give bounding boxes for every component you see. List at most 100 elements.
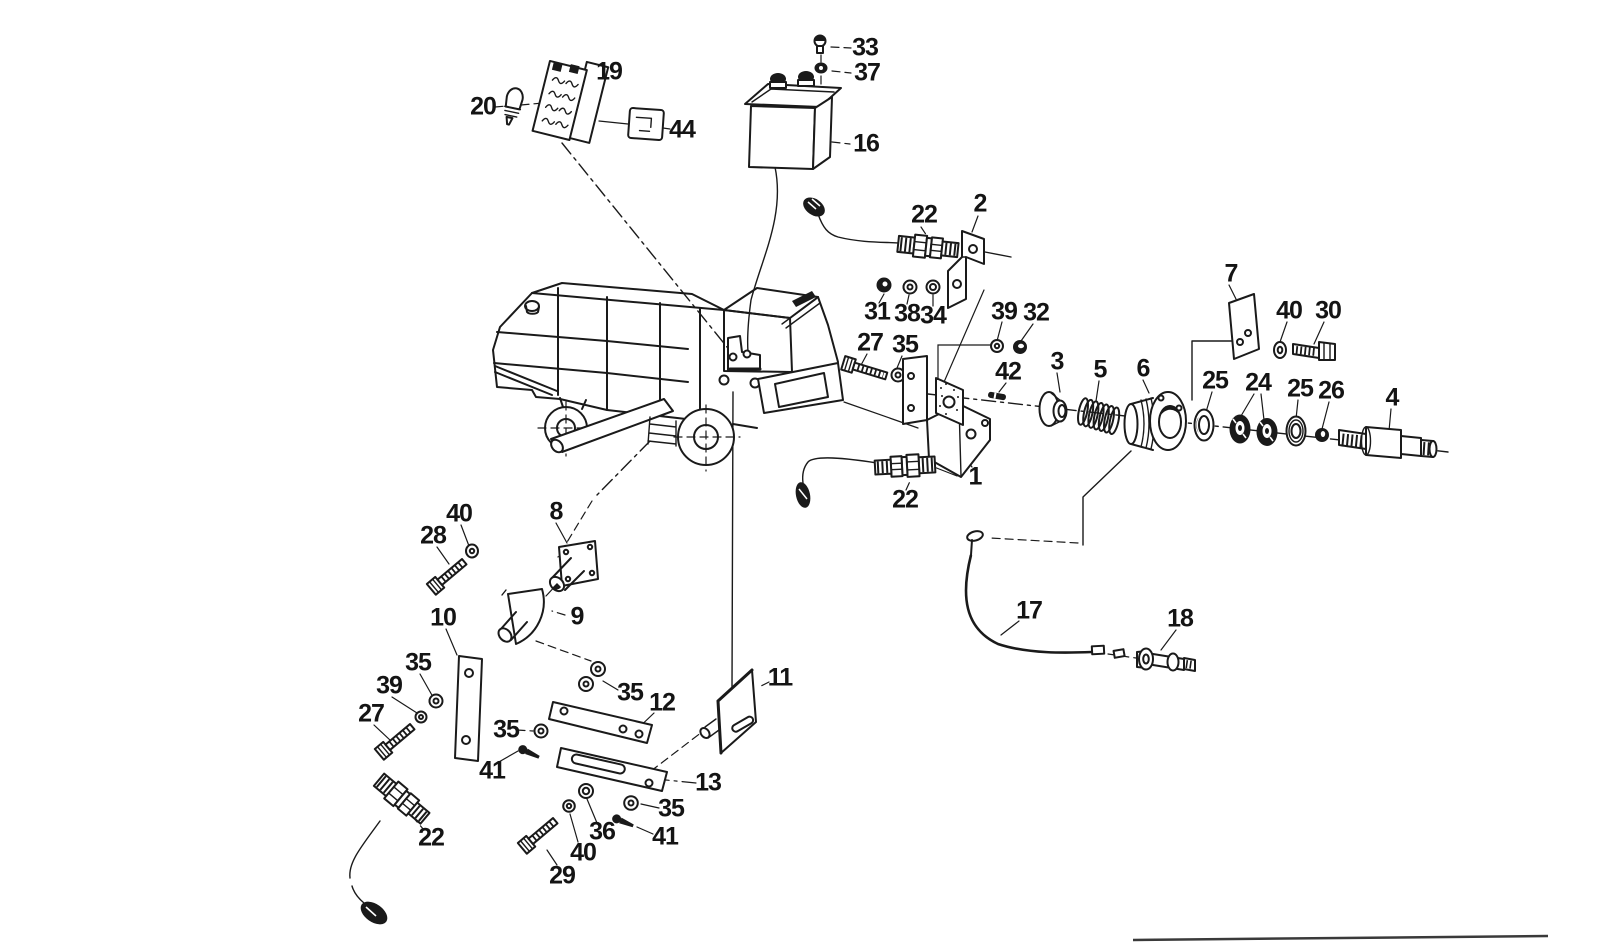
bar-12 [548, 701, 653, 744]
part-callout-36: 36 [589, 817, 616, 846]
bar-13 [556, 747, 668, 792]
part-callout-22: 22 [892, 485, 919, 514]
seal-25-right [1285, 415, 1307, 447]
sensor-22-bottom [349, 772, 431, 925]
part-callout-5: 5 [1093, 355, 1108, 384]
part-callout-40: 40 [570, 838, 597, 867]
washer-40-bottom [562, 799, 576, 813]
part-callout-39: 39 [991, 297, 1018, 326]
part-callout-42: 42 [995, 357, 1022, 386]
washer-38 [902, 279, 918, 295]
sensor-22-upper [803, 197, 960, 260]
pin-41-lower [612, 814, 634, 828]
washer-40-right [1273, 341, 1287, 359]
part-callout-35: 35 [658, 794, 685, 823]
fuse-box-19 [531, 59, 610, 144]
shaft-4 [1338, 426, 1438, 459]
bolt-29 [516, 817, 559, 855]
part-callout-13: 13 [695, 768, 722, 797]
part-callout-25: 25 [1287, 374, 1314, 403]
washer-35-mid [533, 723, 549, 739]
control-box-16 [744, 71, 842, 170]
plate-8 [548, 540, 599, 593]
part-callout-31: 31 [864, 297, 891, 326]
bolt-18 [1136, 647, 1196, 672]
sector-plate-9 [497, 588, 545, 645]
combine-harvester-drawing [492, 282, 844, 472]
bracket-1 [902, 355, 991, 478]
part-callout-35: 35 [617, 678, 644, 707]
part-callout-27: 27 [358, 699, 385, 728]
part-callout-17: 17 [1016, 596, 1043, 625]
bushing-3 [1038, 391, 1068, 427]
page-edge-artifact [1132, 934, 1549, 942]
part-callout-22: 22 [418, 823, 445, 852]
part-callout-37: 37 [854, 58, 881, 87]
part-callout-10: 10 [430, 603, 457, 632]
part-callout-7: 7 [1224, 259, 1239, 288]
nut-26 [1315, 428, 1329, 442]
washer-39-upper [990, 339, 1004, 353]
nut-36 [578, 783, 594, 799]
part-callout-25: 25 [1202, 366, 1229, 395]
pin-42 [988, 391, 1006, 401]
bearing-24-right [1256, 418, 1278, 446]
nut-31 [876, 277, 892, 293]
washer-34 [925, 279, 941, 295]
part-callout-11: 11 [767, 663, 793, 692]
part-callout-30: 30 [1315, 296, 1342, 325]
part-callout-33: 33 [852, 33, 879, 62]
assembly-connection-lines [535, 142, 1449, 772]
part-callout-26: 26 [1318, 376, 1345, 405]
seal-25-left [1193, 408, 1215, 442]
washer-35-left [428, 693, 444, 709]
part-callout-24: 24 [1245, 368, 1272, 397]
bolt-27-left [373, 723, 416, 761]
relay-44 [627, 107, 665, 141]
part-callout-35: 35 [493, 715, 520, 744]
part-callout-40: 40 [1276, 296, 1303, 325]
bolt-28 [425, 558, 468, 596]
bulb-20 [504, 87, 524, 126]
spring-5 [1077, 397, 1121, 436]
part-callout-12: 12 [649, 688, 676, 717]
part-callout-18: 18 [1167, 604, 1194, 633]
control-cable-17 [964, 530, 1126, 659]
part-callout-2: 2 [973, 189, 988, 218]
callout-leader-lines [373, 46, 1392, 866]
bolt-30 [1292, 341, 1336, 361]
pin-41-upper [518, 745, 540, 759]
part-callout-9: 9 [570, 602, 585, 631]
part-callout-6: 6 [1136, 354, 1151, 383]
part-callout-20: 20 [470, 92, 497, 121]
part-callout-38: 38 [894, 299, 921, 328]
part-callout-39: 39 [376, 671, 403, 700]
part-callout-35: 35 [892, 330, 919, 359]
washer-39-left [414, 710, 428, 724]
strip-plate-10 [454, 655, 483, 762]
part-callout-34: 34 [920, 301, 947, 330]
part-callout-16: 16 [853, 129, 880, 158]
part-callout-41: 41 [479, 756, 506, 785]
part-callout-40: 40 [446, 499, 473, 528]
washer-35-bottom [623, 795, 639, 811]
part-callout-41: 41 [652, 822, 679, 851]
part-callout-27: 27 [857, 328, 884, 357]
part-callout-8: 8 [549, 497, 564, 526]
nut-32 [1013, 340, 1027, 354]
hub-6 [1123, 391, 1187, 451]
part-callout-22: 22 [911, 200, 938, 229]
screw-33 [813, 34, 827, 63]
part-callout-19: 19 [596, 57, 623, 86]
washer-35-upper [890, 367, 906, 383]
part-callout-1: 1 [968, 462, 983, 491]
plate-7 [1228, 293, 1260, 360]
bolt-27-upper [840, 355, 889, 381]
grommet-37 [814, 62, 828, 85]
washers-35-pair [578, 661, 606, 692]
bearing-24-left [1229, 414, 1251, 444]
part-callout-35: 35 [405, 648, 432, 677]
part-callout-32: 32 [1023, 298, 1050, 327]
